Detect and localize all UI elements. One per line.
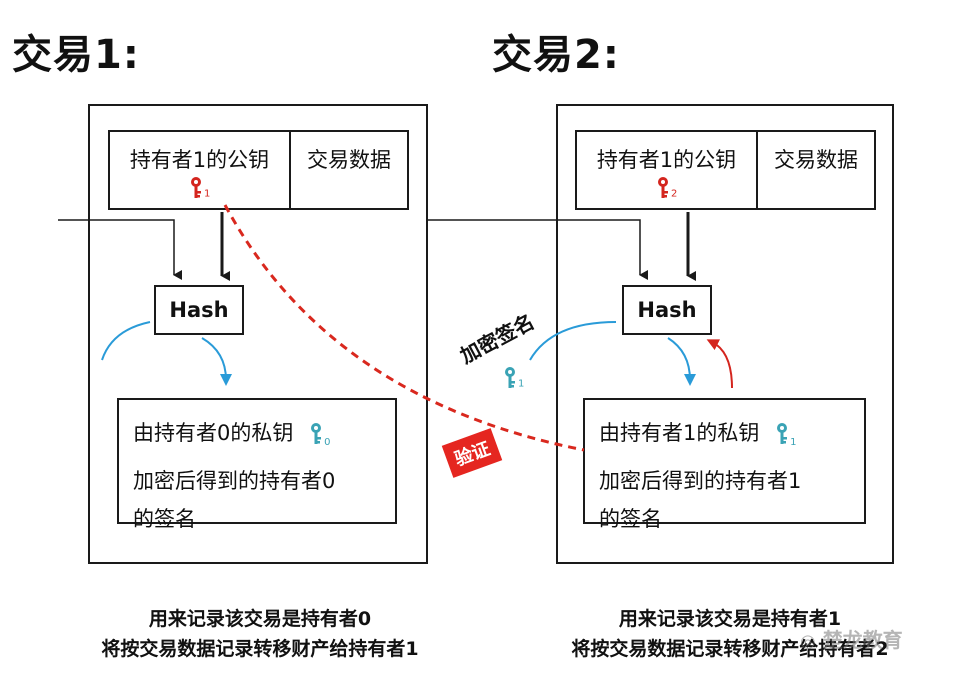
tx2-data-label: 交易数据 [774,148,858,172]
tx1-owner-key-label: 持有者1的公钥 [129,148,270,172]
teal-key-icon [505,367,515,388]
teal-key-icon [777,423,788,444]
tx2-owner-key-cell: 持有者1的公钥 [575,130,758,210]
tx1-caption-line2: 将按交易数据记录转移财产给持有者1 [101,638,419,660]
tx1-incoming-line [58,219,182,280]
tx2-sig-line1: 由持有者1的私钥 [599,421,760,445]
tx2-owner-key-label: 持有者1的公钥 [596,148,737,172]
tx1-sig-line2: 加密后得到的持有者0 [133,469,336,494]
tx2-sig-line2: 加密后得到的持有者1 [599,469,802,494]
watermark: ◎ 楚龙教育 [800,624,903,653]
teal-key-icon [311,423,322,444]
tx2-blue-arrow [667,337,696,386]
tx2-red-key: 2 [655,176,677,200]
tx1-blue-arrow-left [101,321,151,361]
tx2-sign-arc [529,321,617,361]
red-key-icon [191,177,201,198]
tx2-incoming-line [428,219,648,280]
tx1-caption-line1: 用来记录该交易是持有者0 [148,608,372,630]
sign-key-sub: 1 [518,378,525,390]
tx2-caption: 用来记录该交易是持有者1 将按交易数据记录转移财产给持有者2 [510,604,950,664]
tx2-data-cell: 交易数据 [756,130,876,210]
tx1-data-cell: 交易数据 [289,130,409,210]
tx2-caption-line1: 用来记录该交易是持有者1 [618,608,842,630]
wechat-icon: ◎ [800,631,816,652]
red-key-icon [658,177,668,198]
tx2-signature-box: 由持有者1的私钥 1 加密后得到的持有者1 的签名 [583,398,866,531]
tx1-caption: 用来记录该交易是持有者0 将按交易数据记录转移财产给持有者1 [40,604,480,664]
tx1-sig-key-sub: 0 [324,437,331,449]
verify-dashed-path [223,204,585,452]
tx1-sig-line1: 由持有者0的私钥 [133,421,294,445]
sign-key: 1 [502,366,524,390]
tx2-hash-box: Hash [622,285,712,335]
tx1-hash-label: Hash [169,298,229,322]
tx2-sig-line3: 的签名 [599,507,662,532]
tx1-hash-box: Hash [154,285,244,335]
tx2-caption-line2: 将按交易数据记录转移财产给持有者2 [571,638,889,660]
tx1-frame [88,104,428,564]
tx2-sig-key-sub: 1 [790,437,797,449]
tx2-hash-label: Hash [637,298,697,322]
tx1-title: 交易1: [12,32,140,78]
tx1-sig-line3: 的签名 [133,507,196,532]
tx1-signature-box: 由持有者0的私钥 0 加密后得到的持有者0 的签名 [117,398,397,531]
tx2-title: 交易2: [492,32,620,78]
tx1-blue-arrow-right [201,337,232,386]
tx2-key-sub: 2 [671,188,678,200]
tx2-red-arrow [706,339,733,389]
tx1-key-sub: 1 [204,188,211,200]
tx1-owner-key-cell: 持有者1的公钥 [108,130,291,210]
watermark-text: 楚龙教育 [822,628,903,652]
tx1-data-label: 交易数据 [307,148,391,172]
tx1-red-key: 1 [188,176,210,200]
